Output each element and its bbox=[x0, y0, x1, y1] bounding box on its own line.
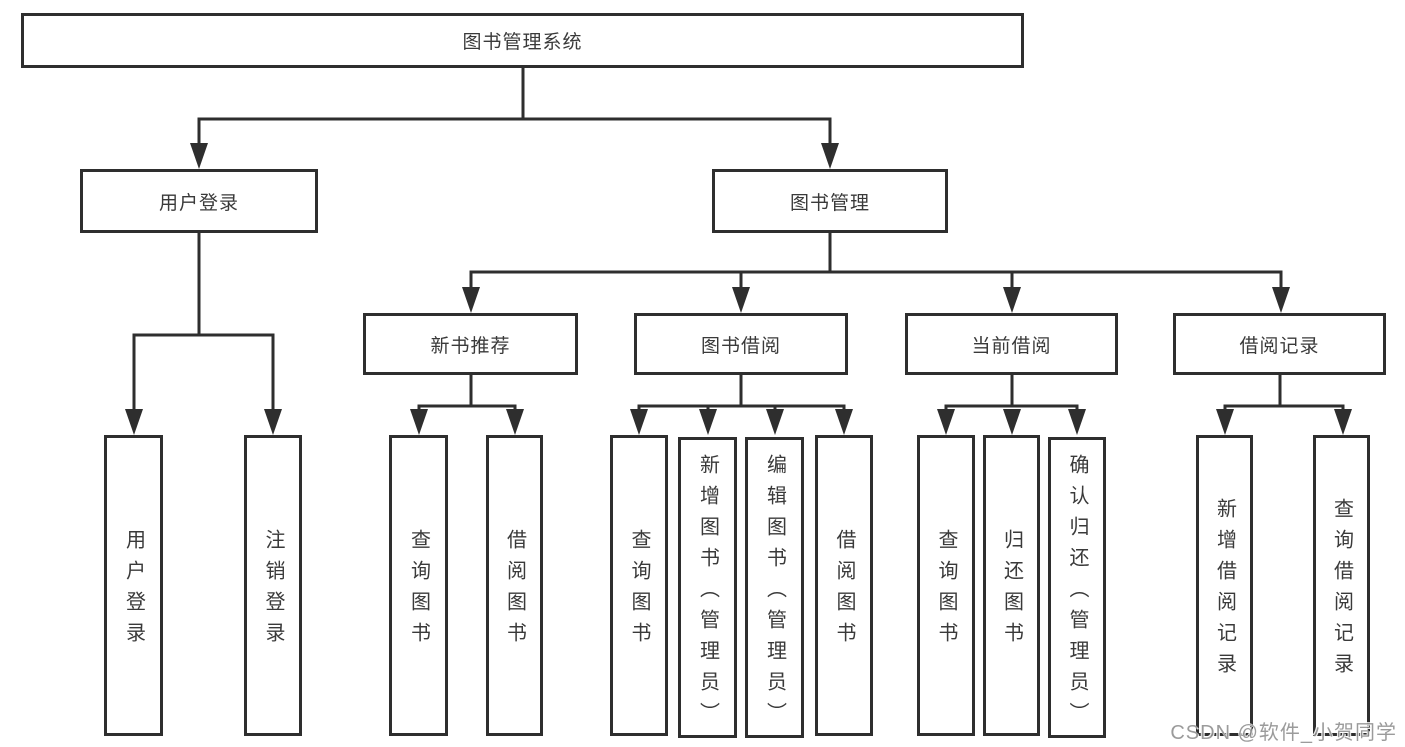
leaf-cb-return-books-label: 归还图书 bbox=[1000, 529, 1023, 653]
node-book-management-label: 图书管理 bbox=[789, 192, 870, 214]
leaf-bb-query-books: 查询图书 bbox=[610, 435, 668, 736]
leaf-br-query-record-label: 查询借阅记录 bbox=[1330, 498, 1353, 684]
node-library-system: 图书管理系统 bbox=[21, 13, 1024, 68]
node-current-borrowing-label: 当前借阅 bbox=[971, 335, 1052, 357]
node-user-login-label: 用户登录 bbox=[158, 192, 239, 214]
node-borrowing-records-label: 借阅记录 bbox=[1239, 335, 1320, 357]
leaf-rec-query-books: 查询图书 bbox=[389, 435, 448, 736]
node-new-book-recommendation: 新书推荐 bbox=[363, 313, 578, 375]
node-borrowing-records: 借阅记录 bbox=[1173, 313, 1386, 375]
leaf-rec-borrow-books: 借阅图书 bbox=[486, 435, 543, 736]
node-book-borrowing-label: 图书借阅 bbox=[700, 335, 781, 357]
leaf-bb-borrow-books-label: 借阅图书 bbox=[833, 529, 855, 653]
leaf-rec-query-books-label: 查询图书 bbox=[407, 529, 430, 653]
leaf-cb-confirm-return-admin: 确认归还（管理员） bbox=[1048, 437, 1106, 738]
leaf-logout: 注销登录 bbox=[244, 435, 302, 736]
leaf-br-query-record: 查询借阅记录 bbox=[1313, 435, 1370, 736]
leaf-bb-edit-books-admin: 编辑图书（管理员） bbox=[745, 437, 804, 738]
leaf-bb-edit-books-admin-label: 编辑图书（管理员） bbox=[763, 453, 786, 733]
node-current-borrowing: 当前借阅 bbox=[905, 313, 1118, 375]
leaf-cb-return-books: 归还图书 bbox=[983, 435, 1040, 736]
node-book-management: 图书管理 bbox=[712, 169, 948, 233]
leaf-rec-borrow-books-label: 借阅图书 bbox=[503, 529, 526, 653]
leaf-user-login: 用户登录 bbox=[104, 435, 163, 736]
leaf-bb-add-books-admin-label: 新增图书（管理员） bbox=[696, 453, 719, 733]
node-book-borrowing: 图书借阅 bbox=[634, 313, 848, 375]
leaf-logout-label: 注销登录 bbox=[262, 529, 284, 653]
leaf-bb-query-books-label: 查询图书 bbox=[628, 529, 650, 653]
leaf-bb-borrow-books: 借阅图书 bbox=[815, 435, 873, 736]
leaf-br-add-record: 新增借阅记录 bbox=[1196, 435, 1253, 736]
node-user-login: 用户登录 bbox=[80, 169, 318, 233]
leaf-bb-add-books-admin: 新增图书（管理员） bbox=[678, 437, 737, 738]
leaf-br-add-record-label: 新增借阅记录 bbox=[1213, 498, 1236, 684]
node-new-book-recommendation-label: 新书推荐 bbox=[430, 335, 511, 357]
leaf-cb-query-books: 查询图书 bbox=[917, 435, 975, 736]
leaf-cb-confirm-return-admin-label: 确认归还（管理员） bbox=[1066, 453, 1088, 733]
leaf-cb-query-books-label: 查询图书 bbox=[935, 529, 957, 653]
node-library-system-label: 图书管理系统 bbox=[462, 32, 583, 53]
leaf-user-login-label: 用户登录 bbox=[122, 529, 145, 653]
